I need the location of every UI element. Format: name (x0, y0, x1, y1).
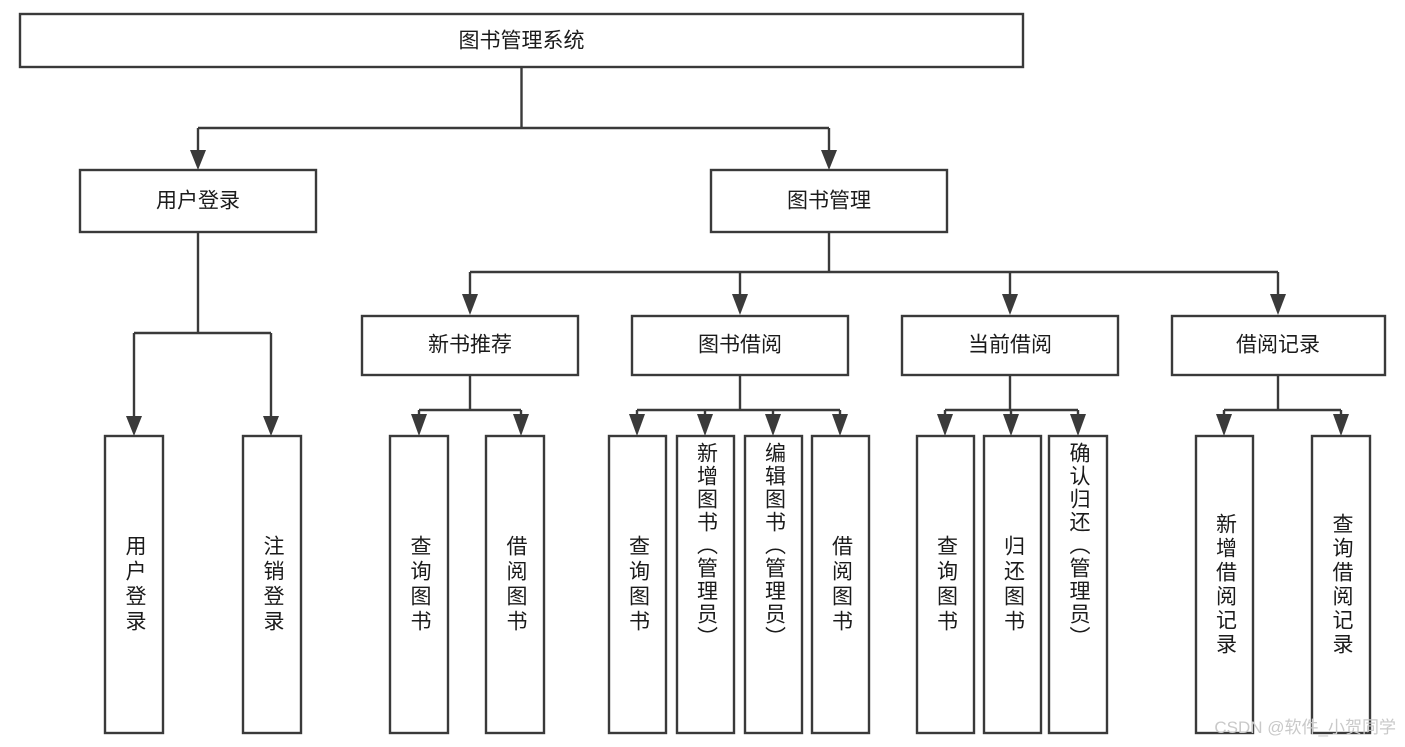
arrow-leaf-bb-edit-book (765, 414, 781, 436)
arrow-leaf-user-login (126, 416, 142, 436)
arrow-to-borrow-record (1270, 294, 1286, 315)
node-leaf-bb-add-book[interactable]: 新增图书（管理员） (675, 434, 736, 735)
leaf-br-query-record-box[interactable] (1310, 434, 1372, 735)
node-book-manage[interactable]: 图书管理 (709, 168, 949, 234)
node-leaf-br-add-record[interactable]: 新增借阅记录 (1194, 434, 1255, 735)
leaf-user-login-box[interactable] (103, 434, 165, 735)
arrow-leaf-cb-return-book (1003, 414, 1019, 436)
arrow-to-book-manage (821, 150, 837, 170)
node-user-login[interactable]: 用户登录 (78, 168, 318, 234)
leaf-bb-borrow-book-box[interactable] (810, 434, 871, 735)
node-leaf-nb-borrow-book[interactable]: 借阅图书 (484, 434, 546, 735)
leaf-nb-query-book-label-wrap: 查询图书 (408, 534, 431, 635)
current-borrow-label: 当前借阅 (968, 334, 1052, 357)
arrow-to-user-login (190, 150, 206, 170)
arrow-leaf-bb-add-book (697, 414, 713, 436)
current-borrow-box[interactable] (900, 314, 1120, 377)
node-leaf-br-query-record[interactable]: 查询借阅记录 (1310, 434, 1372, 735)
arrow-to-current-borrow (1002, 294, 1018, 315)
leaf-cb-query-book-label-wrap: 查询图书 (934, 534, 958, 635)
leaf-bb-borrow-book-label: 借阅图书 (829, 534, 853, 635)
leaf-bb-add-book-label: 新增图书（管理员） (694, 442, 718, 649)
leaf-bb-borrow-book-label-wrap: 借阅图书 (829, 534, 853, 635)
arrow-leaf-cb-query-book (937, 414, 953, 436)
leaf-bb-edit-book-label-wrap: 编辑图书（管理员） (762, 442, 786, 649)
leaf-cb-confirm-return-box[interactable] (1047, 434, 1109, 735)
leaf-logout-label: 注销登录 (261, 534, 284, 635)
leaf-user-login-label-wrap: 用户登录 (123, 534, 146, 635)
node-borrow-record[interactable]: 借阅记录 (1170, 314, 1387, 377)
arrow-leaf-br-query-record (1333, 414, 1349, 436)
node-leaf-cb-query-book[interactable]: 查询图书 (915, 434, 976, 735)
leaf-bb-query-book-box[interactable] (607, 434, 668, 735)
node-leaf-cb-return-book[interactable]: 归还图书 (982, 434, 1043, 735)
book-manage-label: 图书管理 (787, 190, 871, 213)
book-borrow-label: 图书借阅 (698, 334, 782, 357)
connector-layer (126, 67, 1349, 436)
node-leaf-bb-edit-book[interactable]: 编辑图书（管理员） (743, 434, 804, 735)
arrow-leaf-cb-confirm-return (1070, 414, 1086, 436)
leaf-bb-add-book-label-wrap: 新增图书（管理员） (694, 442, 718, 649)
arrow-leaf-logout (263, 416, 279, 436)
book-borrow-box[interactable] (630, 314, 850, 377)
node-leaf-bb-borrow-book[interactable]: 借阅图书 (810, 434, 871, 735)
node-leaf-nb-query-book[interactable]: 查询图书 (388, 434, 450, 735)
node-leaf-cb-confirm-return[interactable]: 确认归还（管理员） (1047, 434, 1109, 735)
user-login-label: 用户登录 (156, 190, 240, 213)
leaf-cb-return-book-box[interactable] (982, 434, 1043, 735)
leaf-user-login-label: 用户登录 (123, 534, 146, 635)
arrow-leaf-nb-query-book (411, 414, 427, 436)
leaf-br-query-record-label: 查询借阅记录 (1330, 512, 1353, 657)
borrow-record-label: 借阅记录 (1236, 334, 1320, 357)
csdn-watermark: CSDN @软件_小贺同学 (1214, 718, 1396, 737)
node-current-borrow[interactable]: 当前借阅 (900, 314, 1120, 377)
leaf-br-add-record-label: 新增借阅记录 (1213, 512, 1237, 657)
node-leaf-user-login[interactable]: 用户登录 (103, 434, 165, 735)
arrow-to-book-borrow (732, 294, 748, 315)
leaf-nb-query-book-box[interactable] (388, 434, 450, 735)
leaf-cb-confirm-return-label: 确认归还（管理员） (1067, 442, 1090, 649)
leaf-logout-box[interactable] (241, 434, 303, 735)
leaf-cb-confirm-return-label-wrap: 确认归还（管理员） (1067, 442, 1090, 649)
root-box[interactable] (18, 12, 1025, 69)
leaf-nb-borrow-book-box[interactable] (484, 434, 546, 735)
leaf-br-query-record-label-wrap: 查询借阅记录 (1330, 512, 1353, 657)
leaf-nb-borrow-book-label-wrap: 借阅图书 (504, 534, 527, 635)
leaf-nb-query-book-label: 查询图书 (408, 534, 431, 635)
leaf-bb-add-book-box[interactable] (675, 434, 736, 735)
leaf-bb-query-book-label-wrap: 查询图书 (626, 534, 650, 635)
leaf-br-add-record-box[interactable] (1194, 434, 1255, 735)
node-new-book-recommend[interactable]: 新书推荐 (360, 314, 580, 377)
node-leaf-bb-query-book[interactable]: 查询图书 (607, 434, 668, 735)
borrow-record-box[interactable] (1170, 314, 1387, 377)
node-root[interactable]: 图书管理系统 (18, 12, 1025, 69)
new-book-recommend-box[interactable] (360, 314, 580, 377)
book-manage-box[interactable] (709, 168, 949, 234)
node-book-borrow[interactable]: 图书借阅 (630, 314, 850, 377)
root-label: 图书管理系统 (459, 30, 585, 53)
leaf-logout-label-wrap: 注销登录 (261, 534, 284, 635)
leaf-br-add-record-label-wrap: 新增借阅记录 (1213, 512, 1237, 657)
leaf-cb-query-book-label: 查询图书 (934, 534, 958, 635)
leaf-cb-query-book-box[interactable] (915, 434, 976, 735)
leaf-cb-return-book-label-wrap: 归还图书 (1001, 534, 1025, 635)
node-leaf-logout[interactable]: 注销登录 (241, 434, 303, 735)
arrow-leaf-bb-borrow-book (832, 414, 848, 436)
leaf-bb-edit-book-label: 编辑图书（管理员） (762, 442, 786, 649)
leaf-cb-return-book-label: 归还图书 (1001, 534, 1025, 635)
arrow-leaf-br-add-record (1216, 414, 1232, 436)
leaf-bb-edit-book-box[interactable] (743, 434, 804, 735)
leaf-bb-query-book-label: 查询图书 (626, 534, 650, 635)
leaf-nb-borrow-book-label: 借阅图书 (504, 534, 527, 635)
new-book-recommend-label: 新书推荐 (428, 334, 512, 357)
arrow-leaf-bb-query-book (629, 414, 645, 436)
arrow-leaf-nb-borrow-book (513, 414, 529, 436)
arrow-to-new-book (462, 294, 478, 315)
user-login-box[interactable] (78, 168, 318, 234)
